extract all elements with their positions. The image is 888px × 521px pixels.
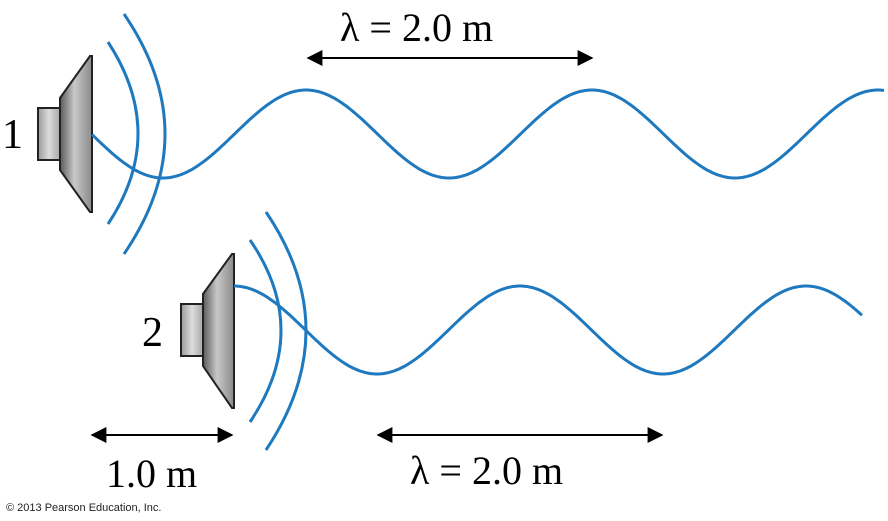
- wavelength-bottom-label: λ = 2.0 m: [410, 448, 564, 493]
- offset-distance-label: 1.0 m: [106, 451, 198, 496]
- speaker-1-cone: [59, 55, 93, 213]
- wavelength-top-label: λ = 2.0 m: [340, 5, 494, 50]
- copyright-notice: © 2013 Pearson Education, Inc.: [6, 502, 162, 514]
- speaker-2-cone: [202, 253, 235, 409]
- speaker-1-wavefront-inner: [106, 41, 140, 225]
- speaker-2-label: 2: [142, 310, 163, 356]
- speaker-1-wavefront-outer: [122, 13, 167, 255]
- speaker-2-magnet: [180, 303, 204, 357]
- speaker-1-magnet: [37, 107, 61, 161]
- speaker-1-label: 1: [2, 112, 23, 158]
- speaker-2: [180, 253, 235, 409]
- speaker-2-wavefront-inner: [248, 239, 283, 423]
- wave-2: [234, 284, 864, 376]
- wave-1: [90, 88, 885, 180]
- speaker-2-wavefront-outer: [264, 211, 308, 451]
- speaker-1: [37, 55, 93, 213]
